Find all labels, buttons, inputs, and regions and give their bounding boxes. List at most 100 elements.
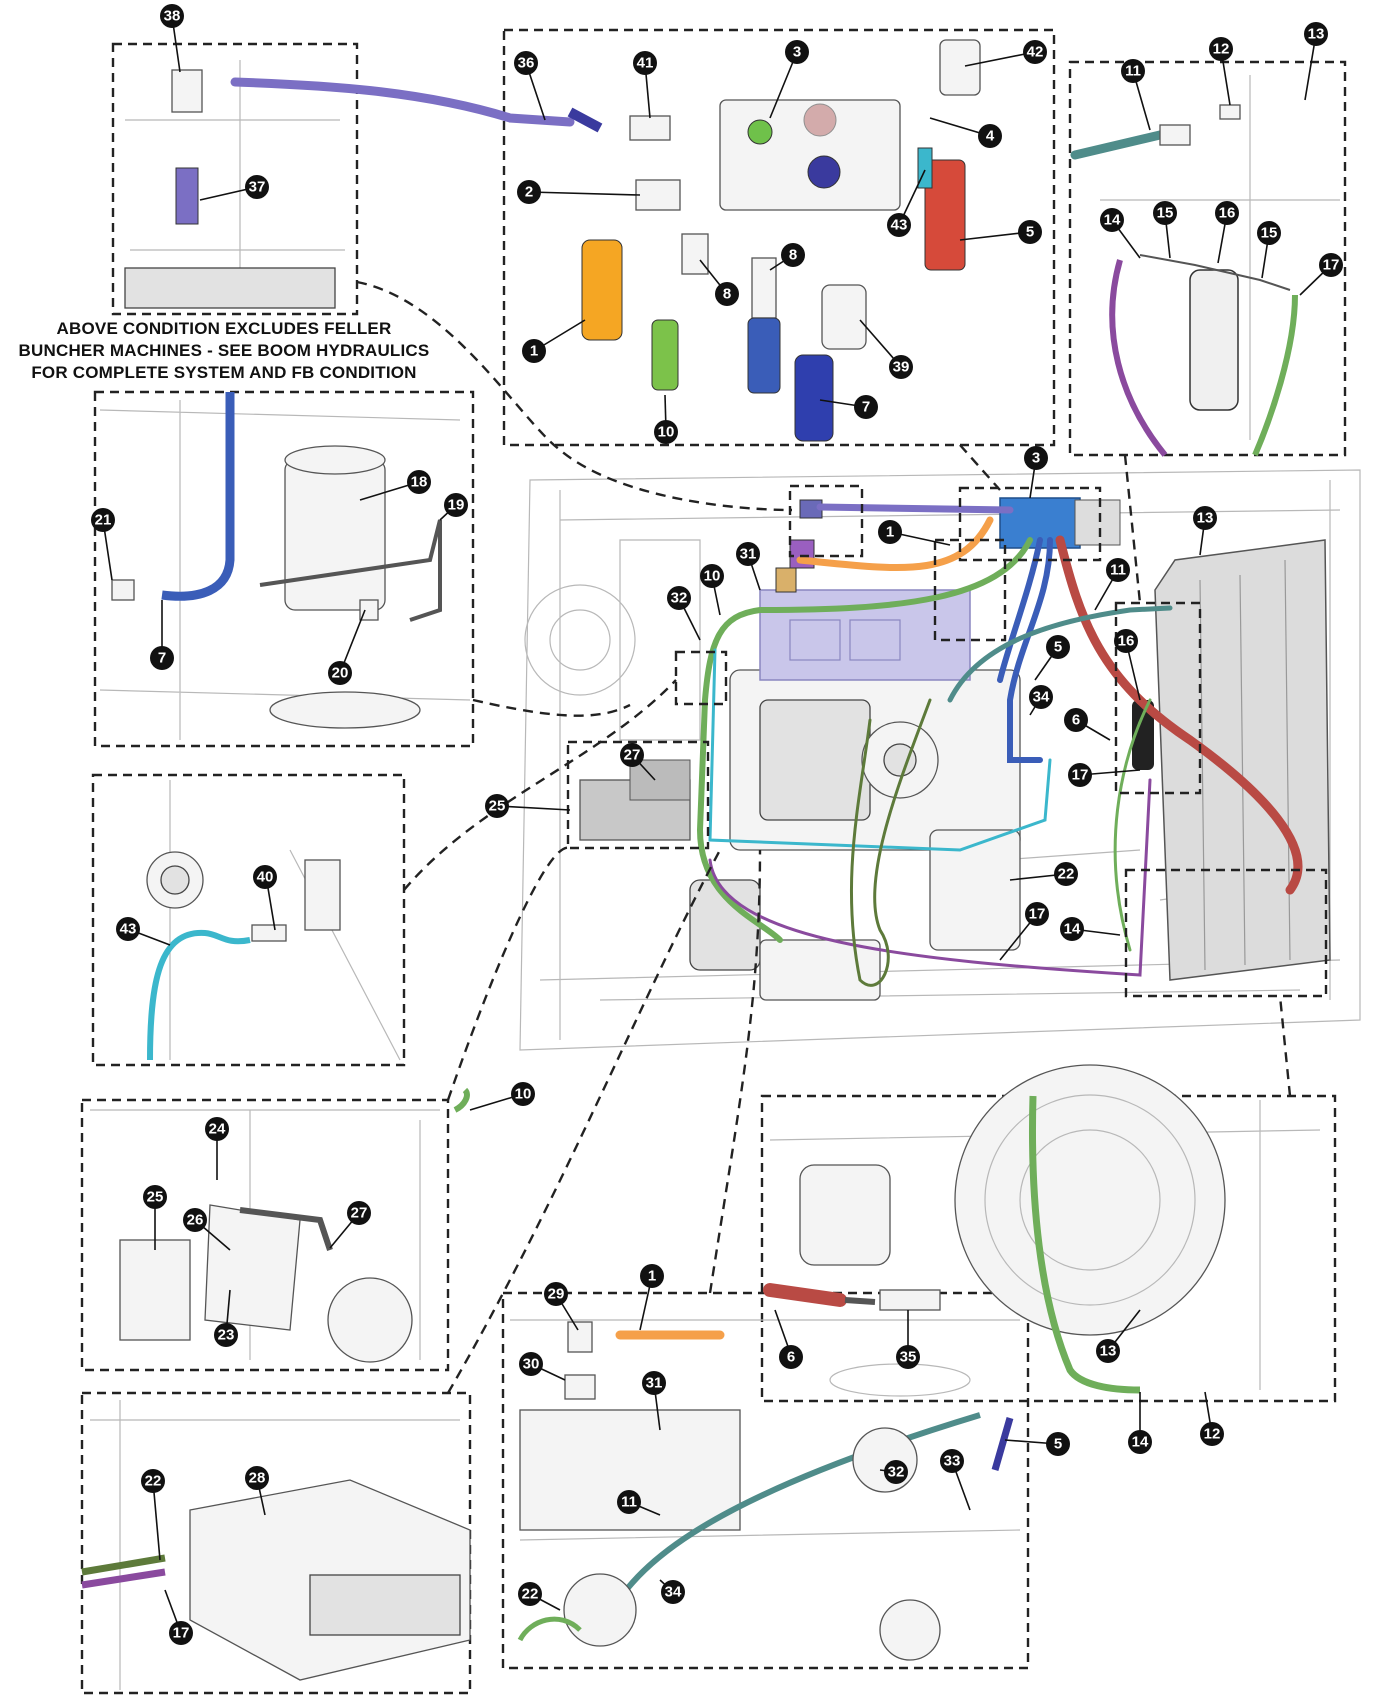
callout-15-right: 15 bbox=[1257, 221, 1281, 245]
condition-note-line-2: BUNCHER MACHINES - SEE BOOM HYDRAULICS bbox=[18, 341, 430, 360]
svg-text:5: 5 bbox=[1054, 639, 1062, 656]
svg-text:14: 14 bbox=[1104, 212, 1121, 229]
callout-25-pump: 25 bbox=[143, 1185, 167, 1209]
svg-text:10: 10 bbox=[658, 424, 675, 441]
callout-41: 41 bbox=[633, 51, 657, 75]
svg-text:6: 6 bbox=[787, 1349, 795, 1366]
svg-text:18: 18 bbox=[411, 474, 428, 491]
callout-19: 19 bbox=[444, 493, 468, 517]
svg-text:6: 6 bbox=[1072, 712, 1080, 729]
callout-20: 20 bbox=[328, 661, 352, 685]
inset-heater-detail-art bbox=[510, 1319, 1021, 1661]
callout-5-main: 5 bbox=[1046, 635, 1070, 659]
callout-27-pump: 27 bbox=[347, 1201, 371, 1225]
inset-swivel-art bbox=[99, 392, 471, 740]
svg-text:15: 15 bbox=[1157, 205, 1174, 222]
inset-38-37-art bbox=[124, 60, 575, 309]
callout-23: 23 bbox=[214, 1323, 238, 1347]
svg-text:20: 20 bbox=[332, 665, 349, 682]
machine-main-view bbox=[519, 469, 1361, 1051]
svg-text:17: 17 bbox=[1029, 906, 1046, 923]
svg-text:21: 21 bbox=[95, 512, 112, 529]
svg-text:42: 42 bbox=[1027, 44, 1044, 61]
svg-text:31: 31 bbox=[740, 546, 757, 563]
svg-text:10: 10 bbox=[515, 1086, 532, 1103]
svg-text:10: 10 bbox=[704, 568, 721, 585]
callout-28: 28 bbox=[245, 1466, 269, 1490]
callout-26: 26 bbox=[183, 1208, 207, 1232]
svg-text:16: 16 bbox=[1219, 205, 1236, 222]
callout-22-heater: 22 bbox=[518, 1582, 542, 1606]
condition-note-line-3: FOR COMPLETE SYSTEM AND FB CONDITION bbox=[31, 363, 417, 382]
callout-21: 21 bbox=[91, 508, 115, 532]
callout-6-main: 6 bbox=[1064, 708, 1088, 732]
callout-14-main: 14 bbox=[1060, 917, 1084, 941]
callout-3-inset: 3 bbox=[785, 40, 809, 64]
callout-4: 4 bbox=[978, 124, 1002, 148]
svg-text:17: 17 bbox=[1072, 767, 1089, 784]
svg-text:34: 34 bbox=[665, 1584, 682, 1601]
callout-5-heater: 5 bbox=[1046, 1432, 1070, 1456]
svg-text:26: 26 bbox=[187, 1212, 204, 1229]
svg-text:30: 30 bbox=[523, 1356, 540, 1373]
svg-text:1: 1 bbox=[530, 343, 538, 360]
svg-text:38: 38 bbox=[164, 8, 181, 25]
callout-27-main: 27 bbox=[620, 743, 644, 767]
svg-text:13: 13 bbox=[1197, 510, 1214, 527]
callout-11-filter: 11 bbox=[1121, 59, 1145, 83]
svg-text:25: 25 bbox=[147, 1189, 164, 1206]
svg-text:23: 23 bbox=[218, 1327, 235, 1344]
svg-text:37: 37 bbox=[249, 179, 266, 196]
svg-text:17: 17 bbox=[173, 1625, 190, 1642]
inset-filter bbox=[1068, 60, 1347, 457]
callout-10-main: 10 bbox=[700, 564, 724, 588]
callout-40: 40 bbox=[253, 865, 277, 889]
svg-text:43: 43 bbox=[891, 217, 908, 234]
svg-text:16: 16 bbox=[1118, 633, 1135, 650]
svg-text:1: 1 bbox=[648, 1268, 656, 1285]
callout-12-filter: 12 bbox=[1209, 37, 1233, 61]
inset-manifold-40 bbox=[91, 773, 406, 1067]
svg-text:24: 24 bbox=[209, 1121, 226, 1138]
inset-heater-28-art bbox=[81, 1400, 471, 1690]
svg-text:11: 11 bbox=[1125, 63, 1141, 80]
callout-17-main-lower: 17 bbox=[1025, 902, 1049, 926]
callout-3-main: 3 bbox=[1024, 446, 1048, 470]
svg-text:8: 8 bbox=[723, 286, 731, 303]
svg-text:27: 27 bbox=[351, 1205, 368, 1222]
callout-29: 29 bbox=[544, 1282, 568, 1306]
callout-13-main: 13 bbox=[1193, 506, 1217, 530]
connector-lines bbox=[356, 280, 1292, 1394]
svg-text:25: 25 bbox=[489, 798, 506, 815]
heater-box-31 bbox=[759, 589, 971, 681]
svg-text:11: 11 bbox=[1110, 562, 1126, 579]
svg-text:4: 4 bbox=[986, 128, 995, 145]
svg-text:2: 2 bbox=[525, 184, 533, 201]
svg-text:13: 13 bbox=[1308, 26, 1325, 43]
callout-11-main: 11 bbox=[1106, 558, 1130, 582]
svg-text:36: 36 bbox=[518, 55, 535, 72]
callout-14-radiator: 14 bbox=[1128, 1430, 1152, 1454]
svg-text:13: 13 bbox=[1100, 1343, 1117, 1360]
svg-text:5: 5 bbox=[1026, 224, 1034, 241]
callout-1-main: 1 bbox=[878, 520, 902, 544]
inset-pump-25 bbox=[80, 1098, 450, 1372]
callout-25-main: 25 bbox=[485, 794, 509, 818]
callout-31-main: 31 bbox=[736, 542, 760, 566]
callout-42: 42 bbox=[1023, 40, 1047, 64]
callout-10-pump: 10 bbox=[511, 1082, 535, 1106]
main-detail-box-40 bbox=[674, 650, 728, 706]
inset-filter-art bbox=[1070, 75, 1340, 457]
callout-2: 2 bbox=[517, 180, 541, 204]
svg-text:31: 31 bbox=[646, 1375, 663, 1392]
inset-pump-25-art bbox=[90, 1087, 470, 1363]
callout-17-heater28: 17 bbox=[169, 1621, 193, 1645]
callout-37: 37 bbox=[245, 175, 269, 199]
svg-text:12: 12 bbox=[1204, 1426, 1221, 1443]
callout-7-swivel: 7 bbox=[150, 646, 174, 670]
svg-text:33: 33 bbox=[944, 1453, 961, 1470]
callout-6-radiator: 6 bbox=[779, 1345, 803, 1369]
callout-10-inset: 10 bbox=[654, 420, 678, 444]
callout-11-heater: 11 bbox=[617, 1490, 641, 1514]
